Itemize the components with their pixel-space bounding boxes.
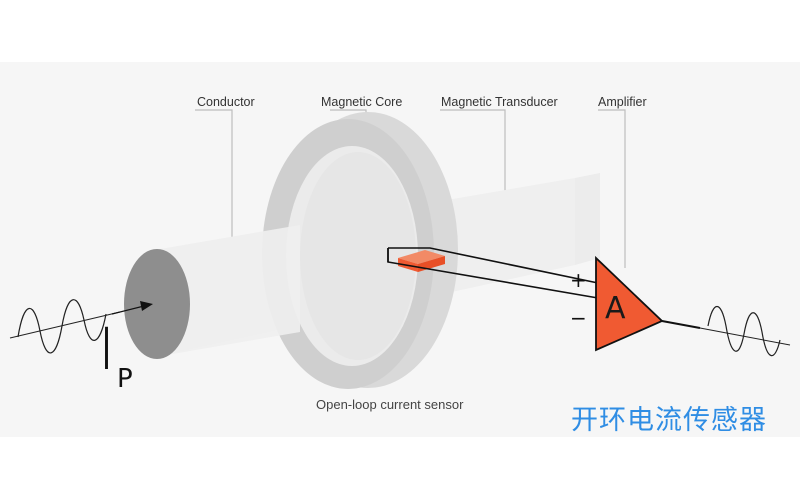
magnetic-core bbox=[262, 112, 458, 389]
diagram-caption: Open-loop current sensor bbox=[316, 397, 464, 412]
input-waveform-axis bbox=[9, 311, 121, 339]
amplifier-letter: A bbox=[605, 291, 626, 326]
current-arrow-head bbox=[140, 301, 153, 311]
conductor-front-section bbox=[155, 225, 300, 357]
conductor-leader-line bbox=[195, 109, 233, 285]
chinese-title: 开环电流传感器 bbox=[571, 405, 767, 436]
conductor-end-face bbox=[124, 249, 190, 359]
signal-wires bbox=[387, 247, 599, 299]
label-magnetic-transducer: Magnetic Transducer bbox=[441, 95, 558, 109]
wire-positive bbox=[388, 247, 599, 284]
conductor-far-end bbox=[575, 173, 600, 265]
amplifier-triangle bbox=[595, 255, 664, 352]
transducer-top bbox=[398, 250, 445, 264]
amplifier-minus-sign: − bbox=[570, 306, 587, 330]
current-arrow bbox=[111, 301, 153, 315]
output-waveform bbox=[699, 305, 791, 357]
label-conductor: Conductor bbox=[197, 95, 255, 109]
current-symbol-main: I bbox=[98, 315, 116, 383]
input-sine-wave bbox=[17, 299, 107, 354]
core-inner-depth bbox=[300, 152, 416, 360]
amplifier-plus-sign: + bbox=[570, 268, 587, 292]
label-magnetic-core: Magnetic Core bbox=[321, 95, 403, 109]
current-symbol-subscript: P bbox=[117, 364, 133, 394]
label-amplifier: Amplifier bbox=[598, 95, 647, 109]
output-sine-wave bbox=[707, 305, 781, 357]
amplifier-output-line bbox=[661, 320, 701, 329]
input-waveform bbox=[9, 299, 121, 354]
amplifier-leader-line bbox=[598, 109, 626, 268]
output-waveform-axis bbox=[699, 327, 791, 346]
